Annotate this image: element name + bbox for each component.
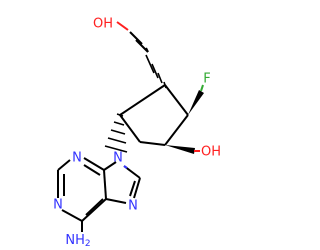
bond-c5-c1 xyxy=(119,114,141,143)
bond-c6-c5-double xyxy=(85,198,104,216)
amine-nh-text: NH xyxy=(65,233,85,248)
bond-c4-n3-double xyxy=(83,164,101,176)
ring-oh-label: OH xyxy=(201,145,221,160)
hydroxyl-group xyxy=(165,145,200,154)
cyclopentane-ring xyxy=(119,84,189,146)
fluorine-label: F xyxy=(203,72,210,87)
wedge-bond-c3-f xyxy=(188,90,204,115)
n3-label: N xyxy=(72,151,82,166)
n1-label: N xyxy=(53,198,63,213)
bond-ch2-up xyxy=(129,31,143,45)
bond-c4-c5 xyxy=(139,141,166,146)
bond-c4-n3 xyxy=(83,157,105,171)
hashed-bond-c2-ch2 xyxy=(145,54,167,89)
bond-c8-n7 xyxy=(133,177,141,199)
bond-c8-n7-double xyxy=(129,180,136,197)
hashed-bond-c1-n9 xyxy=(104,113,128,153)
bond-n1-c6 xyxy=(61,209,83,222)
bond-o-segment xyxy=(116,21,129,31)
bond-c2-c3 xyxy=(164,84,189,116)
bond-n9-c8-n xyxy=(123,165,128,169)
bond-n3-c2 xyxy=(57,159,71,171)
bond-c3-c4 xyxy=(164,114,189,146)
pyrimidine-ring xyxy=(57,157,107,232)
hydroxymethyl-oh-label: OH xyxy=(93,17,113,32)
bond-c5-c4 xyxy=(103,169,107,200)
molecule-structure: OH F OH N N N N NH2 xyxy=(53,17,221,250)
wedge-bond-c4-o xyxy=(165,145,195,154)
amine-label: NH2 xyxy=(65,233,90,250)
bond-c1-c2 xyxy=(119,84,166,116)
bond-n7-c5 xyxy=(105,198,127,204)
bond-ch2-o-tail xyxy=(145,47,149,53)
n9-label: N xyxy=(113,151,123,166)
structure-canvas: OH F OH N N N N NH2 xyxy=(53,17,221,250)
bond-c6-c5 xyxy=(81,198,107,222)
fluoro-group xyxy=(188,84,204,115)
n7-label: N xyxy=(128,199,138,214)
bond-f-segment xyxy=(200,84,204,92)
amine-subscript: 2 xyxy=(85,239,91,249)
imidazole-ring xyxy=(103,161,141,204)
hydroxymethyl-group xyxy=(116,21,167,89)
bond-c4-n9 xyxy=(103,161,117,171)
